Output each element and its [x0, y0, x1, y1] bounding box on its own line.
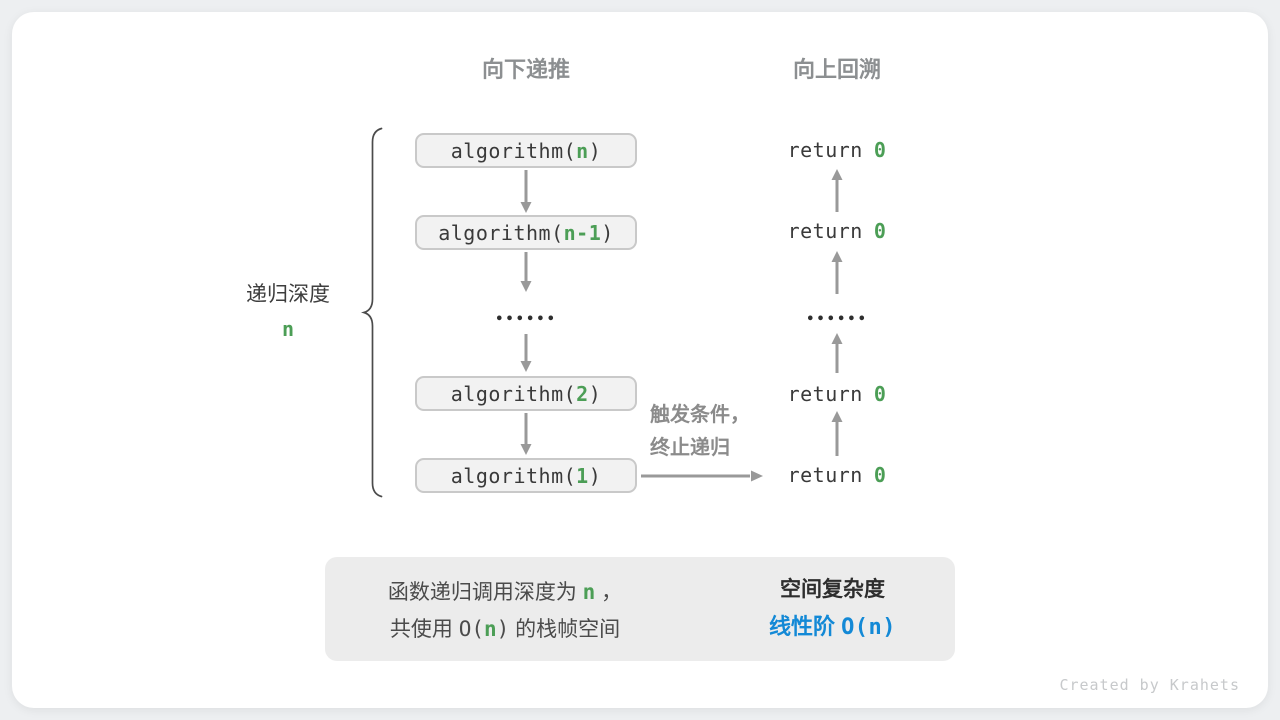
return-value: 0 — [873, 463, 887, 487]
space-complexity-value-code: O(n) — [841, 615, 897, 640]
return-value: 0 — [873, 219, 887, 243]
return-keyword: return — [787, 463, 863, 487]
space-complexity-value-text: 线性阶 — [768, 614, 842, 639]
frame-fn-suffix: ) — [601, 220, 614, 245]
frame-fn-prefix: algorithm( — [438, 220, 564, 245]
summary-line1-post: ， — [595, 581, 623, 604]
trigger-condition-line2: 终止递归 — [650, 437, 730, 459]
call-frame-algorithm-n: algorithm(n) — [415, 133, 637, 168]
frame-fn-prefix: algorithm( — [450, 463, 577, 488]
frame-fn-suffix: ) — [588, 463, 602, 488]
ellipsis-dots-right: •••••• — [806, 312, 868, 327]
return-keyword: return — [787, 219, 863, 243]
summary-line2-pre: 共使用 — [389, 618, 459, 641]
summary-panel — [325, 557, 955, 661]
return-statement: return 0 — [726, 462, 948, 488]
return-keyword: return — [787, 382, 863, 406]
column-header-upward-backtrack: 向上回溯 — [792, 57, 881, 82]
summary-line2-code-open: O( — [458, 617, 484, 641]
summary-line2: 共使用 O(n) 的栈帧空间 — [340, 611, 670, 648]
summary-line1: 函数递归调用深度为 n ， — [340, 574, 670, 611]
frame-arg: 2 — [576, 381, 589, 406]
frame-fn-prefix: algorithm( — [450, 138, 577, 163]
frame-fn-suffix: ) — [588, 381, 602, 406]
return-statement: return 0 — [726, 137, 948, 163]
summary-line1-pre: 函数递归调用深度为 — [387, 581, 583, 604]
return-value: 0 — [873, 382, 887, 406]
summary-line2-code-close: ) — [496, 617, 510, 641]
summary-line1-var: n — [582, 580, 596, 604]
call-frame-algorithm-1: algorithm(1) — [415, 458, 637, 493]
frame-fn-suffix: ) — [588, 138, 602, 163]
frame-arg: 1 — [576, 463, 589, 488]
recursion-depth-value: n — [281, 317, 295, 341]
trigger-condition-line1: 触发条件， — [650, 404, 750, 426]
column-header-downward-recursion: 向下递推 — [481, 57, 570, 82]
return-statement: return 0 — [726, 218, 948, 244]
summary-line2-var: n — [483, 617, 497, 641]
frame-fn-prefix: algorithm( — [450, 381, 577, 406]
space-complexity-title: 空间复杂度 — [780, 578, 885, 601]
recursion-depth-label: 递归深度 — [246, 283, 330, 306]
return-statement: return 0 — [726, 381, 948, 407]
space-complexity-value: 线性阶 O(n) — [730, 613, 935, 642]
summary-line2-post: 的栈帧空间 — [509, 618, 621, 641]
return-keyword: return — [787, 138, 863, 162]
call-frame-algorithm-2: algorithm(2) — [415, 376, 637, 411]
return-value: 0 — [873, 138, 887, 162]
credit-watermark: Created by Krahets — [1059, 676, 1240, 694]
summary-left-text: 函数递归调用深度为 n ， 共使用 O(n) 的栈帧空间 — [340, 574, 670, 648]
frame-arg: n-1 — [563, 220, 602, 245]
frame-arg: n — [576, 138, 589, 163]
ellipsis-dots-left: •••••• — [495, 312, 557, 327]
call-frame-algorithm-n-1: algorithm(n-1) — [415, 215, 637, 250]
